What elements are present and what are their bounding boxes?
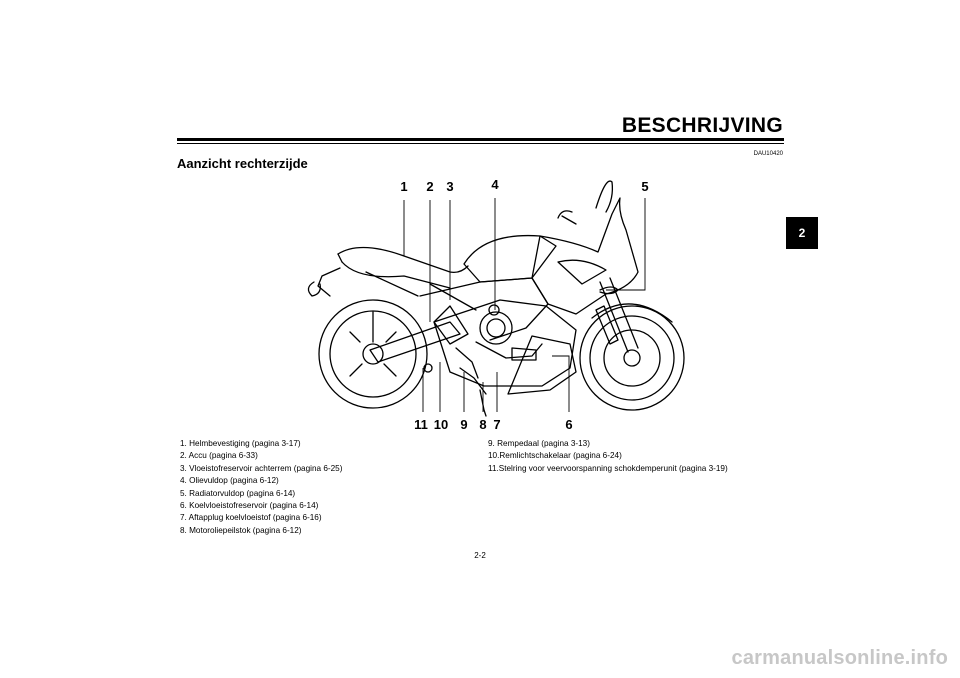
legend-item: 5. Radiatorvuldop (pagina 6-14) [180, 488, 296, 498]
legend-item: 8. Motoroliepeilstok (pagina 6-12) [180, 525, 302, 535]
header-rule-thin [177, 143, 784, 144]
motorcycle-illustration [307, 180, 685, 417]
legend-item: 10.Remlichtschakelaar (pagina 6-24) [488, 451, 622, 461]
callout-number: 10 [433, 417, 449, 432]
callout-number: 11 [414, 417, 428, 432]
legend-list-right: 9. Rempedaal (pagina 3-13) 10.Remlichtsc… [488, 438, 728, 475]
callout-number: 7 [493, 417, 501, 432]
page-subheading: Aanzicht rechterzijde [177, 156, 308, 171]
legend-item: 3. Vloeistofreservoir achterrem (pagina … [180, 463, 343, 473]
callout-number: 5 [641, 179, 649, 194]
legend-item: 4. Olievuldop (pagina 6-12) [180, 476, 279, 486]
callout-number: 9 [460, 417, 468, 432]
legend-list-left: 1. Helmbevestiging (pagina 3-17) 2. Accu… [180, 438, 342, 537]
legend-item: 6. Koelvloeistofreservoir (pagina 6-14) [180, 501, 319, 511]
callout-number: 6 [565, 417, 573, 432]
legend-item: 9. Rempedaal (pagina 3-13) [488, 439, 590, 448]
chapter-tab: 2 [786, 217, 818, 249]
callout-number: 1 [400, 179, 408, 194]
callout-number: 8 [479, 417, 487, 432]
callout-number: 3 [446, 179, 454, 194]
watermark: carmanualsonline.info [731, 647, 948, 669]
page-number: 2-2 [474, 551, 486, 560]
legend-item: 7. Aftapplug koelvloeistof (pagina 6-16) [180, 513, 322, 523]
motorcycle-diagram: 1 2 3 4 5 6 7 8 9 10 11 [300, 172, 700, 434]
header-rule-thick [177, 138, 784, 141]
section-title: BESCHRIJVING [621, 114, 783, 137]
callout-number: 4 [491, 177, 499, 192]
legend-item: 2. Accu (pagina 6-33) [180, 451, 258, 461]
legend-item: 1. Helmbevestiging (pagina 3-17) [180, 439, 301, 448]
legend-item: 11.Stelring voor veervoorspanning schokd… [488, 463, 728, 473]
callout-number: 2 [426, 179, 434, 194]
document-code: DAU10420 [753, 151, 783, 157]
